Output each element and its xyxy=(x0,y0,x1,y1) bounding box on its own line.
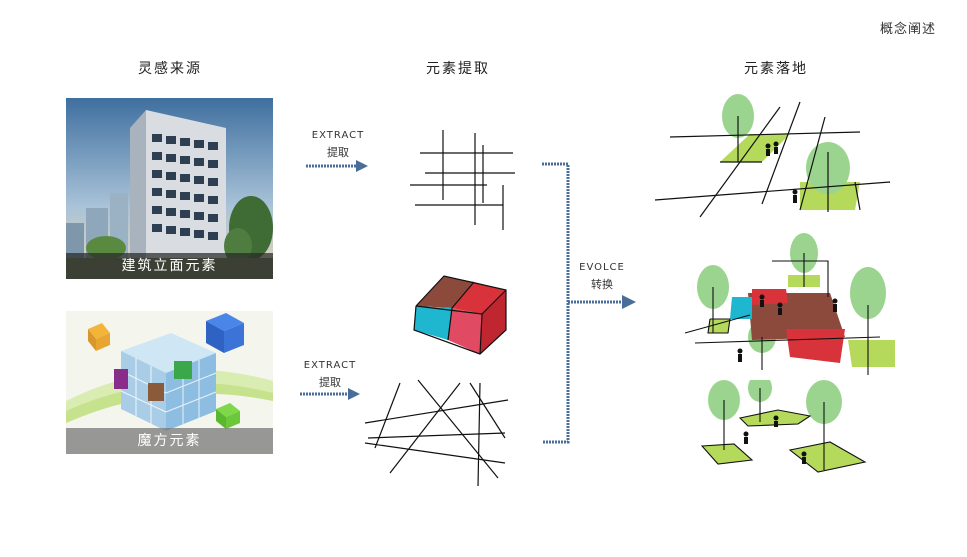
extract-label-top: EXTRACT xyxy=(311,130,365,141)
extract-sub-bottom: 提取 xyxy=(319,376,341,389)
column-title-landing: 元素落地 xyxy=(744,61,808,77)
extract-arrow-bottom-label: EXTRACT 提取 xyxy=(298,360,362,390)
building-facade-photo: 建筑立面元素 xyxy=(66,98,273,279)
landing-plan-middle xyxy=(684,233,895,375)
column-title-source: 灵感来源 xyxy=(138,61,202,77)
corner-title: 概念阐述 xyxy=(880,22,937,37)
extracted-grid-lines xyxy=(410,130,515,230)
building-illustration xyxy=(66,98,273,279)
evolve-sub: 转换 xyxy=(591,278,613,291)
evolve-merge-bracket xyxy=(542,162,636,444)
extracted-diagonal-lines xyxy=(364,379,509,487)
extract-label-bottom: EXTRACT xyxy=(303,360,357,371)
evolve-label: EVOLCE xyxy=(579,262,625,273)
landing-plan-bottom xyxy=(700,380,867,473)
extract-sub-top: 提取 xyxy=(327,146,349,159)
extract-arrow-top-label: EXTRACT 提取 xyxy=(306,130,370,160)
extract-arrow-top-icon xyxy=(306,160,368,172)
cube-photo: 魔方元素 xyxy=(66,311,273,454)
extract-arrow-bottom-icon xyxy=(300,388,360,400)
landing-plan-top xyxy=(654,94,891,218)
extracted-color-blocks xyxy=(413,275,507,355)
evolve-arrow-label: EVOLCE 转换 xyxy=(572,262,632,292)
column-title-extract: 元素提取 xyxy=(426,61,490,77)
cube-caption: 魔方元素 xyxy=(66,428,273,454)
building-caption: 建筑立面元素 xyxy=(66,253,273,279)
